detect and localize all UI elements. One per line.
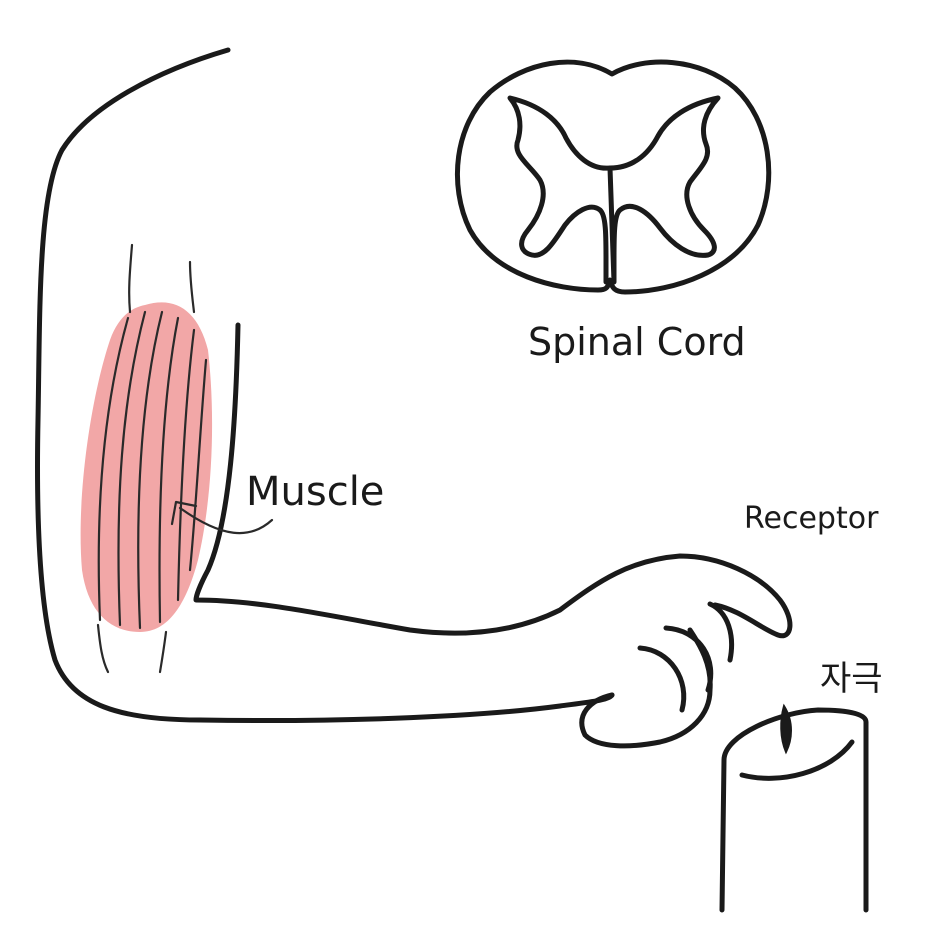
gray-matter-butterfly bbox=[507, 95, 721, 285]
spinal-cord-outline bbox=[454, 59, 772, 295]
tendon-line-right bbox=[188, 260, 196, 314]
muscle-fiber-1 bbox=[97, 316, 130, 622]
candle-drawing bbox=[719, 703, 869, 913]
muscle-fiber-6 bbox=[188, 358, 208, 572]
upper-arm-front-contour bbox=[193, 322, 793, 639]
muscle-fiber-2 bbox=[117, 310, 147, 627]
spinal-cord-label: Spinal Cord bbox=[528, 320, 746, 364]
tendon-line-left bbox=[128, 243, 134, 314]
candle-wax-rim bbox=[739, 739, 855, 781]
candle-body bbox=[719, 707, 869, 913]
muscle-pointer-arrow bbox=[170, 500, 274, 535]
receptor-label: Receptor bbox=[744, 501, 879, 536]
tendon-line-bottom-left bbox=[96, 623, 110, 674]
arrow-head bbox=[170, 500, 198, 526]
candle-wick-icon bbox=[780, 703, 792, 755]
tendon-line-bottom-right bbox=[158, 630, 168, 674]
muscle-fiber-3 bbox=[137, 310, 164, 630]
upper-arm-back-contour bbox=[35, 47, 615, 723]
spinal-cord-diagram bbox=[454, 59, 772, 295]
arrow-shaft bbox=[178, 506, 274, 535]
muscle-drawing bbox=[80, 243, 213, 674]
finger-curl-3 bbox=[707, 601, 735, 663]
muscle-fiber-4 bbox=[158, 316, 180, 624]
arm-drawing bbox=[35, 47, 793, 749]
finger-curl-2 bbox=[663, 625, 714, 693]
muscle-label: Muscle bbox=[246, 469, 384, 515]
muscle-fiber-5 bbox=[176, 328, 196, 602]
stimulus-label: 자극 bbox=[820, 659, 883, 699]
finger-curl-1 bbox=[637, 645, 687, 713]
